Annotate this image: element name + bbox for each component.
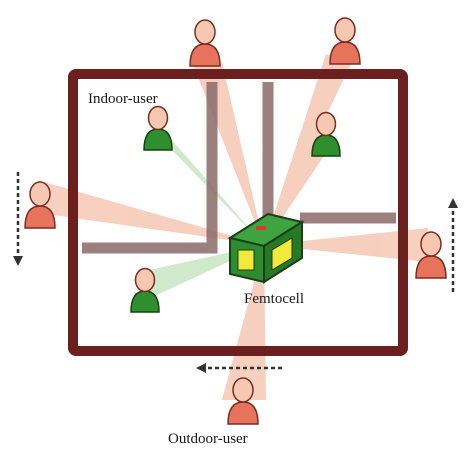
building [68, 69, 408, 356]
outer-wall [68, 69, 408, 356]
femtocell-box-icon [227, 212, 305, 284]
person-icon-outdoor-top-left [189, 19, 221, 67]
indoor-user-label: Indoor-user [88, 91, 158, 107]
femtocell-label: Femtocell [244, 291, 304, 307]
beam-outdoor-bottom [222, 245, 266, 400]
dashed-arrow-icon-bottom [196, 363, 282, 373]
person-icon-outdoor-top-right [329, 17, 361, 65]
outdoor-user-label: Outdoor-user [168, 431, 248, 447]
dashed-arrow-icon-left [13, 172, 23, 266]
inner-wall-vertical-left [82, 82, 218, 254]
beam-outdoor-top-left [192, 62, 264, 245]
person-icon-indoor-upper-left [143, 105, 173, 151]
beam-outdoor-right [264, 228, 428, 262]
dashed-arrow-icon-right [448, 198, 458, 292]
